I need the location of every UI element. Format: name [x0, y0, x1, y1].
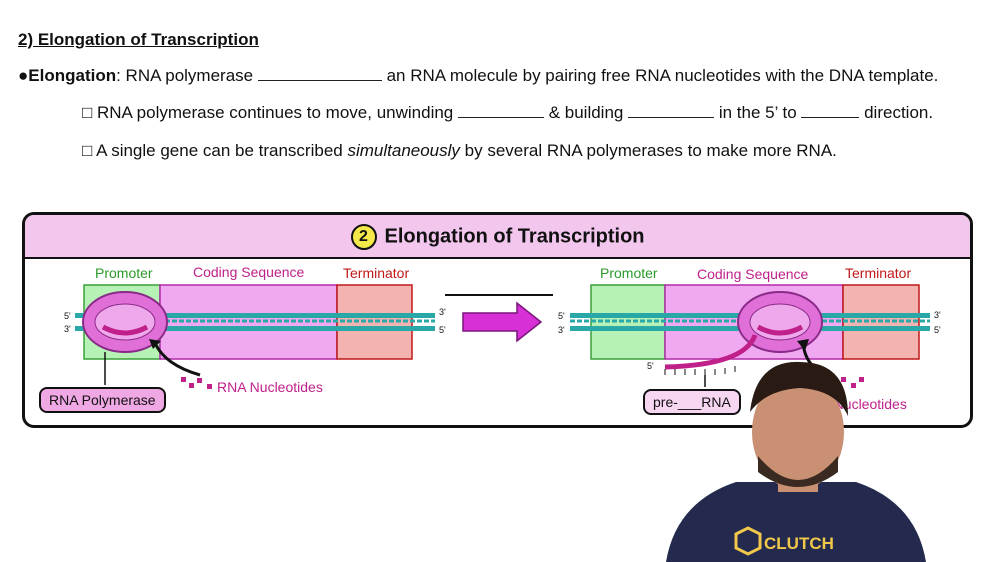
- right-polymerase-icon: [737, 291, 823, 353]
- bullet-marker: ●: [18, 66, 29, 85]
- sub-bullet-2: □ A single gene can be transcribed simul…: [82, 141, 837, 161]
- diagram-graphics: [75, 284, 930, 389]
- right-bottom-left-prime: 3': [558, 325, 565, 335]
- left-top-left-prime: 5': [64, 311, 71, 321]
- step-number-badge: 2: [350, 224, 377, 250]
- blank-2: [457, 103, 544, 118]
- section-heading: 2) Elongation of Transcription: [18, 30, 259, 49]
- blank-3: [628, 103, 715, 118]
- rna-five-prime: 5': [647, 361, 654, 371]
- sub2-text-b: by several RNA polymerases to make more …: [459, 141, 837, 160]
- sub1-text-b: & building: [543, 103, 629, 122]
- left-polymerase-icon: [82, 291, 168, 353]
- checkbox-icon: □: [82, 103, 93, 122]
- left-terminator-label: Terminator: [343, 265, 410, 281]
- left-promoter-label: Promoter: [95, 265, 153, 281]
- pre-rna-label: pre-___RNA: [643, 389, 741, 415]
- left-coding-label: Coding Sequence: [193, 264, 305, 280]
- pre-rna-strand: [664, 334, 758, 370]
- right-bottom-right-prime: 5': [934, 325, 941, 335]
- presenter-shirt: [666, 482, 926, 562]
- bullet-text-b: an RNA molecule by pairing free RNA nucl…: [381, 66, 939, 85]
- bullet-term: Elongation: [28, 66, 117, 85]
- left-arrowhead: [149, 339, 161, 349]
- checkbox-icon: □: [82, 141, 93, 160]
- sub1-text-c: in the 5’ to: [714, 103, 802, 122]
- clutch-logo-icon: [734, 526, 762, 556]
- left-nucleotide-dots: [181, 377, 212, 389]
- left-arrow-curve: [153, 342, 201, 377]
- elongation-bullet: ●Elongation: RNA polymerase an RNA molec…: [18, 66, 938, 86]
- presenter-hair: [750, 361, 848, 416]
- right-arrowhead: [797, 339, 809, 351]
- left-bottom-left-prime: 3': [64, 324, 71, 334]
- blank-4: [801, 103, 860, 118]
- figure-title-text: Elongation of Transcription: [384, 225, 645, 248]
- left-dna-strands: [75, 313, 435, 331]
- bullet-text-a: : RNA polymerase: [116, 66, 258, 85]
- left-bottom-right-prime: 5': [439, 325, 446, 335]
- presenter-beard: [758, 456, 838, 487]
- right-promoter-label: Promoter: [600, 265, 658, 281]
- blank-1: [257, 66, 382, 81]
- figure-panel: 2 Elongation of Transcription Promoter Co…: [22, 212, 973, 428]
- shirt-logo-text: CLUTCH: [764, 534, 834, 553]
- right-terminator-label: Terminator: [845, 265, 912, 281]
- left-top-right-prime: 3': [439, 307, 446, 317]
- sub2-emphasis: simultaneously: [347, 141, 460, 160]
- sub1-text-d: direction.: [859, 103, 934, 122]
- left-rna-nucleotides-label: RNA Nucleotides: [217, 379, 323, 395]
- rna-ticks: [664, 366, 736, 375]
- right-top-left-prime: 5': [558, 311, 565, 321]
- right-top-right-prime: 3': [934, 310, 941, 320]
- presenter-face: [752, 374, 844, 490]
- sub2-text-a: A single gene can be transcribed: [92, 141, 348, 160]
- right-coding-label: Coding Sequence: [697, 266, 809, 282]
- sub1-text-a: RNA polymerase continues to move, unwind…: [92, 103, 458, 122]
- figure-banner: 2 Elongation of Transcription: [25, 215, 970, 259]
- figure-title: 2 Elongation of Transcription: [25, 224, 970, 250]
- transition-arrow-icon: [462, 301, 543, 343]
- rna-polymerase-label: RNA Polymerase: [39, 387, 166, 413]
- presenter-video: CLUTCH: [666, 361, 926, 562]
- sub-bullet-1: □ RNA polymerase continues to move, unwi…: [82, 103, 933, 123]
